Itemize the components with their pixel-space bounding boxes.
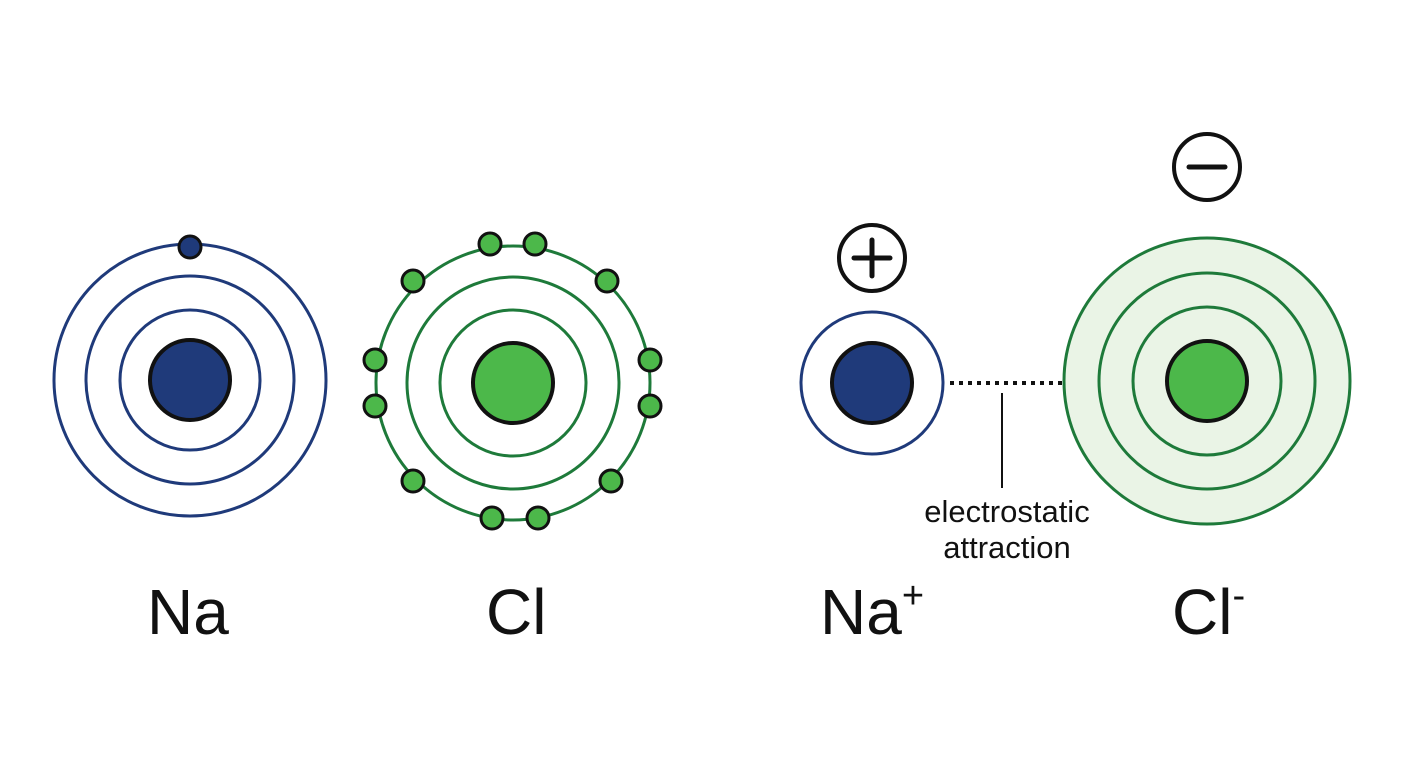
chlorine-electron [598, 468, 624, 494]
chlorine-electron [637, 393, 663, 419]
chloride-ion-label: Cl- [1172, 577, 1245, 644]
chloride-ion [1062, 236, 1352, 526]
chlorine-electron [637, 347, 663, 373]
sodium-ion-charge: + [901, 574, 925, 617]
chlorine-electron [522, 231, 548, 257]
chlorine-symbol: Cl [486, 576, 547, 648]
sodium-ion [799, 310, 945, 456]
sodium-atom-label: Na [147, 580, 229, 644]
chlorine-shell-2 [405, 275, 621, 491]
chloride-ion-symbol: Cl [1172, 576, 1233, 648]
chlorine-shell-1 [438, 308, 588, 458]
sodium-atom [52, 234, 328, 518]
chloride-ion-shell-2 [1097, 271, 1317, 491]
electrostatic-attraction-label: electrostatic attraction [902, 494, 1112, 566]
chlorine-atom-label: Cl [486, 580, 546, 644]
chloride-ion-nucleus [1165, 339, 1249, 423]
chlorine-electron [362, 393, 388, 419]
chlorine-electron [594, 268, 620, 294]
sodium-shell-2 [84, 274, 296, 486]
negative-charge-icon [1172, 132, 1242, 202]
attraction-label-line-1: electrostatic [924, 494, 1090, 529]
chlorine-electron [400, 268, 426, 294]
sodium-nucleus [148, 338, 232, 422]
attraction-label-line-2: attraction [943, 530, 1071, 565]
sodium-shell-1 [118, 308, 262, 452]
chlorine-electron [525, 505, 551, 531]
electrostatic-attraction-connector [950, 381, 1062, 488]
chlorine-atom [362, 231, 663, 531]
sodium-ion-nucleus [830, 341, 914, 425]
chloride-ion-shell-1 [1131, 305, 1283, 457]
sodium-ion-symbol: Na [820, 576, 902, 648]
chlorine-electron [477, 231, 503, 257]
positive-charge-icon [837, 223, 907, 293]
chlorine-shell-3 [374, 244, 652, 522]
chlorine-electron [479, 505, 505, 531]
sodium-valence-electron [177, 234, 203, 260]
chlorine-nucleus [471, 341, 555, 425]
chlorine-electron [362, 347, 388, 373]
chlorine-electron [400, 468, 426, 494]
chlorine-valence-electrons [362, 231, 663, 531]
chloride-ion-charge: - [1232, 574, 1246, 617]
sodium-ion-label: Na+ [820, 577, 924, 644]
sodium-symbol: Na [147, 576, 229, 648]
